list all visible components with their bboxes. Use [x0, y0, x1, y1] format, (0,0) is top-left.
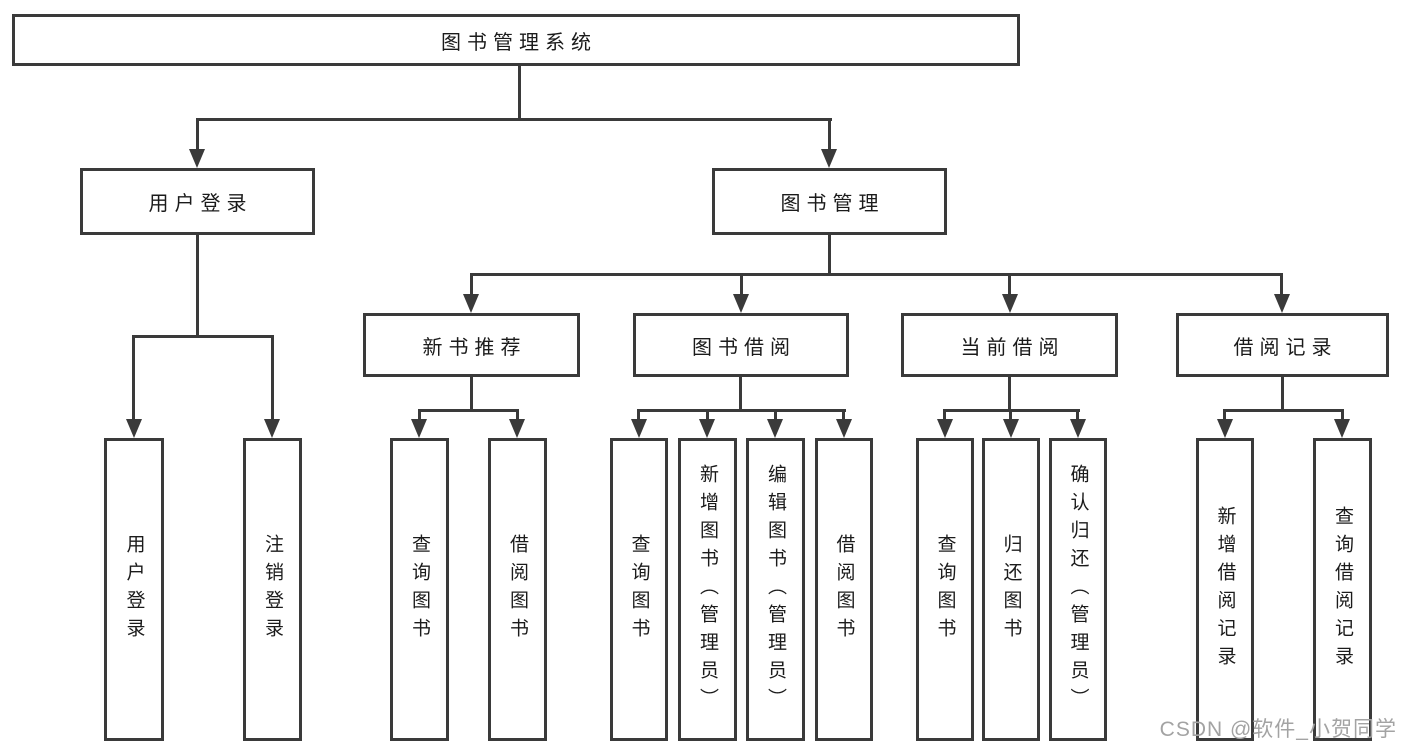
arrowhead-to-user-login [189, 149, 205, 168]
connector-records-vertical [1281, 377, 1284, 409]
connector-recommend-stub-2 [516, 409, 519, 422]
connector-root-right-stub [828, 118, 831, 152]
leaf-records-add-record-label: 新增借阅记录 [1214, 505, 1236, 674]
leaf-recommend-borrow-books-label: 借阅图书 [507, 533, 528, 646]
connector-mgmt-stub-4 [1280, 273, 1283, 298]
arrowhead-to-book-management [821, 149, 837, 168]
leaf-current-return-books: 归还图书 [982, 438, 1040, 741]
leaf-records-query-record-label: 查询借阅记录 [1332, 505, 1353, 674]
node-book-management: 图书管理 [712, 168, 947, 235]
connector-records-horizontal [1223, 409, 1344, 412]
arrowhead-to-borrow-records [1274, 294, 1290, 313]
connector-records-stub-2 [1341, 409, 1344, 422]
connector-root-horizontal [196, 118, 832, 121]
connector-borrow-stub-1 [637, 409, 640, 422]
leaf-borrow-add-books-admin-label: 新增图书（管理员） [697, 463, 718, 716]
arrowhead-recommend-borrow [509, 419, 525, 438]
node-new-book-recommend-label: 新书推荐 [422, 336, 527, 359]
connector-root-left-stub [196, 118, 199, 152]
csdn-watermark: CSDN @软件_小贺同学 [1159, 718, 1397, 741]
leaf-borrow-edit-books-admin: 编辑图书（管理员） [746, 438, 805, 741]
connector-current-stub-2 [1009, 409, 1012, 422]
connector-borrow-stub-3 [774, 409, 777, 422]
node-new-book-recommend: 新书推荐 [363, 313, 580, 377]
connector-recommend-horizontal [418, 409, 519, 412]
leaf-current-confirm-return-admin: 确认归还（管理员） [1049, 438, 1107, 741]
connector-mgmt-stub-2 [740, 273, 743, 298]
arrowhead-to-leaf-logout [264, 419, 280, 438]
arrowhead-to-new-book [463, 294, 479, 313]
leaf-recommend-query-books: 查询图书 [390, 438, 449, 741]
connector-borrow-stub-2 [706, 409, 709, 422]
arrowhead-to-current-borrow [1002, 294, 1018, 313]
connector-mgmt-stub-1 [470, 273, 473, 298]
leaf-borrow-borrow-books-label: 借阅图书 [833, 533, 855, 646]
arrowhead-current-query [937, 419, 953, 438]
node-book-borrow-label: 图书借阅 [692, 336, 796, 359]
arrowhead-records-add [1217, 419, 1233, 438]
arrowhead-borrow-add [699, 419, 715, 438]
leaf-borrow-query-books: 查询图书 [610, 438, 668, 741]
node-root-library-system: 图书管理系统 [12, 14, 1020, 66]
node-user-login: 用户登录 [80, 168, 315, 235]
connector-records-stub-1 [1223, 409, 1226, 422]
leaf-current-query-books-label: 查询图书 [934, 533, 956, 646]
leaf-logout-label: 注销登录 [262, 533, 283, 646]
leaf-recommend-borrow-books: 借阅图书 [488, 438, 547, 741]
leaf-logout: 注销登录 [243, 438, 302, 741]
leaf-current-return-books-label: 归还图书 [1000, 533, 1022, 646]
node-book-management-label: 图书管理 [780, 193, 885, 215]
arrowhead-current-confirm [1070, 419, 1086, 438]
connector-current-vertical [1008, 377, 1011, 409]
node-current-borrow-label: 当前借阅 [960, 336, 1065, 359]
leaf-borrow-edit-books-admin-label: 编辑图书（管理员） [765, 463, 786, 716]
arrowhead-borrow-borrow [836, 419, 852, 438]
leaf-borrow-query-books-label: 查询图书 [628, 533, 650, 646]
node-current-borrow: 当前借阅 [901, 313, 1118, 377]
arrowhead-to-book-borrow [733, 294, 749, 313]
connector-borrow-horizontal [637, 409, 846, 412]
connector-login-vertical [196, 235, 199, 335]
arrowhead-borrow-query [631, 419, 647, 438]
connector-login-right-stub [271, 335, 274, 421]
node-borrow-records: 借阅记录 [1176, 313, 1389, 377]
connector-borrow-stub-4 [842, 409, 845, 422]
node-borrow-records-label: 借阅记录 [1233, 336, 1338, 359]
leaf-records-query-record: 查询借阅记录 [1313, 438, 1372, 741]
connector-current-stub-3 [1076, 409, 1079, 422]
leaf-current-query-books: 查询图书 [916, 438, 974, 741]
connector-login-left-stub [132, 335, 135, 421]
connector-mgmt-vertical [828, 235, 831, 273]
connector-recommend-vertical [470, 377, 473, 409]
node-root-label: 图书管理系统 [441, 31, 597, 54]
leaf-user-login: 用户登录 [104, 438, 164, 741]
connector-mgmt-stub-3 [1008, 273, 1011, 298]
connector-current-stub-1 [943, 409, 946, 422]
arrowhead-records-query [1334, 419, 1350, 438]
connector-login-horizontal [132, 335, 274, 338]
leaf-borrow-add-books-admin: 新增图书（管理员） [678, 438, 737, 741]
connector-root-vertical [518, 66, 521, 118]
arrowhead-current-return [1003, 419, 1019, 438]
leaf-user-login-label: 用户登录 [123, 533, 145, 646]
node-user-login-label: 用户登录 [148, 193, 253, 215]
leaf-current-confirm-return-admin-label: 确认归还（管理员） [1067, 463, 1089, 716]
leaf-recommend-query-books-label: 查询图书 [409, 533, 430, 646]
arrowhead-to-leaf-user-login [126, 419, 142, 438]
leaf-records-add-record: 新增借阅记录 [1196, 438, 1254, 741]
connector-recommend-stub-1 [418, 409, 421, 422]
arrowhead-recommend-query [411, 419, 427, 438]
connector-borrow-vertical [739, 377, 742, 409]
node-book-borrow: 图书借阅 [633, 313, 849, 377]
arrowhead-borrow-edit [767, 419, 783, 438]
connector-mgmt-horizontal [470, 273, 1283, 276]
leaf-borrow-borrow-books: 借阅图书 [815, 438, 873, 741]
